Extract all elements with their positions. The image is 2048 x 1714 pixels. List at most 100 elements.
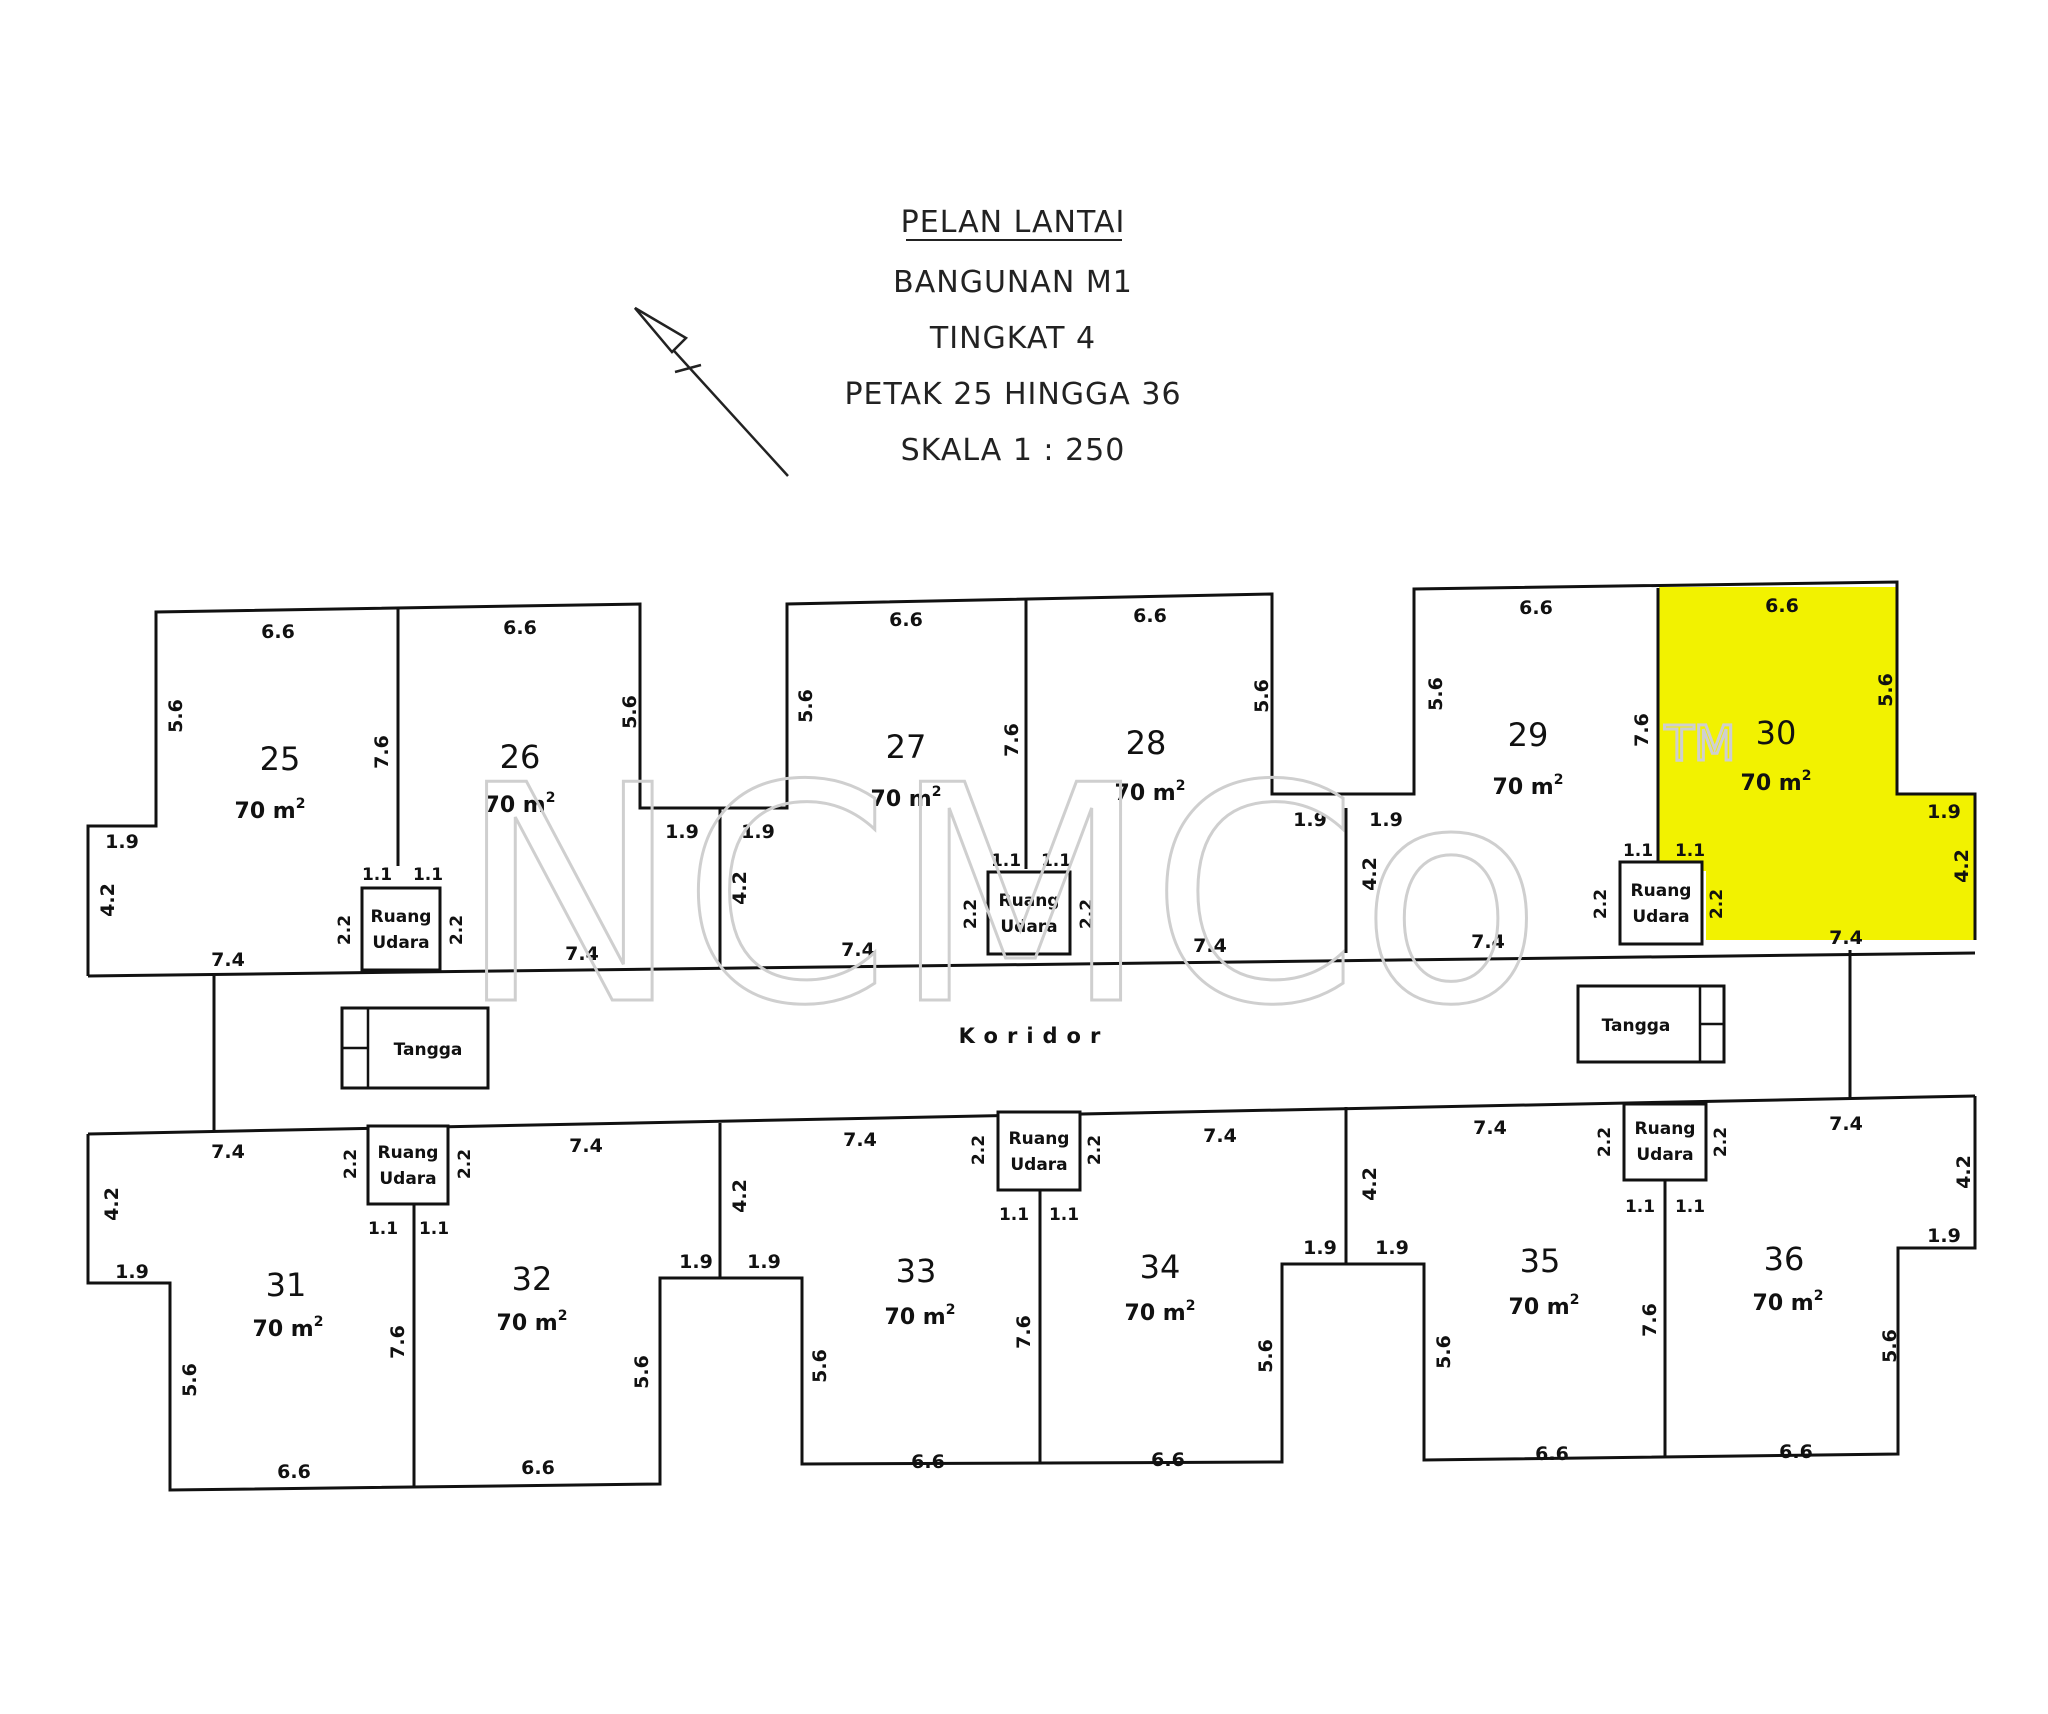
svg-text:2.2: 2.2 xyxy=(455,1149,475,1179)
stairs-left-label: Tangga xyxy=(394,1040,463,1060)
unit-area-35: 70 m2 xyxy=(1509,1292,1580,1320)
svg-text:6.6: 6.6 xyxy=(1133,605,1167,627)
svg-text:NCMCo: NCMCo xyxy=(457,722,1543,1071)
svg-text:1.9: 1.9 xyxy=(747,1251,781,1273)
floor-label: TINGKAT 4 xyxy=(929,321,1096,356)
svg-text:4.2: 4.2 xyxy=(97,883,119,917)
svg-text:1.1: 1.1 xyxy=(1049,1205,1079,1225)
svg-text:5.6: 5.6 xyxy=(1875,673,1897,707)
svg-text:2.2: 2.2 xyxy=(1711,1127,1731,1157)
svg-text:7.4: 7.4 xyxy=(1471,931,1505,953)
svg-text:1.1: 1.1 xyxy=(999,1205,1029,1225)
svg-text:4.2: 4.2 xyxy=(1951,849,1973,883)
svg-text:2.2: 2.2 xyxy=(969,1135,989,1165)
svg-text:7.4: 7.4 xyxy=(1203,1125,1237,1147)
svg-text:7.4: 7.4 xyxy=(1829,1113,1863,1135)
svg-text:1.9: 1.9 xyxy=(1927,801,1961,823)
svg-text:5.6: 5.6 xyxy=(179,1363,201,1397)
unit-labels: 25 70 m2 26 70 m2 27 70 m2 28 70 m2 29 7… xyxy=(235,714,1824,1342)
building-label: BANGUNAN M1 xyxy=(893,265,1133,300)
svg-text:Udara: Udara xyxy=(372,933,429,953)
svg-text:6.6: 6.6 xyxy=(1519,597,1553,619)
svg-text:6.6: 6.6 xyxy=(521,1457,555,1479)
unit-area-31: 70 m2 xyxy=(253,1314,324,1342)
vertical-dimension-labels: 5.6 7.6 5.6 5.6 7.6 5.6 5.6 7.6 5.6 4.2 … xyxy=(97,673,1975,1397)
svg-text:2.2: 2.2 xyxy=(1591,889,1611,919)
svg-text:6.6: 6.6 xyxy=(889,609,923,631)
svg-text:2.2: 2.2 xyxy=(1595,1127,1615,1157)
air-well-6 xyxy=(1622,1102,1708,1182)
unit-area-36: 70 m2 xyxy=(1753,1288,1824,1316)
svg-text:TM: TM xyxy=(1664,716,1736,772)
unit-no-31: 31 xyxy=(266,1266,307,1304)
stairs-right: Tangga xyxy=(1576,984,1726,1064)
svg-text:5.6: 5.6 xyxy=(1425,677,1447,711)
svg-text:5.6: 5.6 xyxy=(619,695,641,729)
air-well-4 xyxy=(366,1124,450,1206)
svg-text:2.2: 2.2 xyxy=(1077,899,1097,929)
svg-text:1.1: 1.1 xyxy=(362,865,392,885)
svg-text:5.6: 5.6 xyxy=(1433,1335,1455,1369)
svg-text:7.6: 7.6 xyxy=(1013,1315,1035,1349)
svg-text:Ruang: Ruang xyxy=(378,1143,439,1163)
svg-text:1.1: 1.1 xyxy=(368,1219,398,1239)
svg-text:1.1: 1.1 xyxy=(1675,841,1705,861)
svg-text:1.9: 1.9 xyxy=(1927,1225,1961,1247)
svg-text:7.4: 7.4 xyxy=(843,1129,877,1151)
svg-text:6.6: 6.6 xyxy=(911,1451,945,1473)
svg-text:1.1: 1.1 xyxy=(413,865,443,885)
stairs-right-label: Tangga xyxy=(1602,1016,1671,1036)
unit-no-32: 32 xyxy=(512,1260,553,1298)
svg-text:7.6: 7.6 xyxy=(371,735,393,769)
svg-text:7.6: 7.6 xyxy=(1631,713,1653,747)
unit-area-28: 70 m2 xyxy=(1115,778,1186,806)
stairs-left: Tangga xyxy=(340,1006,490,1090)
svg-text:5.6: 5.6 xyxy=(631,1355,653,1389)
svg-text:2.2: 2.2 xyxy=(447,915,467,945)
svg-text:1.1: 1.1 xyxy=(1625,1197,1655,1217)
svg-text:4.2: 4.2 xyxy=(1359,857,1381,891)
svg-text:2.2: 2.2 xyxy=(1707,889,1727,919)
svg-text:6.6: 6.6 xyxy=(261,621,295,643)
unit-no-30: 30 xyxy=(1756,714,1797,752)
svg-text:1.9: 1.9 xyxy=(679,1251,713,1273)
svg-text:1.1: 1.1 xyxy=(1623,841,1653,861)
svg-text:4.2: 4.2 xyxy=(101,1187,123,1221)
air-well-1 xyxy=(360,886,442,972)
unit-no-29: 29 xyxy=(1508,716,1549,754)
svg-text:7.4: 7.4 xyxy=(841,939,875,961)
svg-text:1.1: 1.1 xyxy=(1041,851,1071,871)
unit-area-27: 70 m2 xyxy=(871,784,942,812)
svg-text:2.2: 2.2 xyxy=(1085,1135,1105,1165)
air-well-5 xyxy=(996,1110,1082,1192)
svg-text:5.6: 5.6 xyxy=(809,1349,831,1383)
svg-text:7.6: 7.6 xyxy=(1639,1303,1661,1337)
unit-no-35: 35 xyxy=(1520,1242,1561,1280)
svg-text:6.6: 6.6 xyxy=(503,617,537,639)
svg-text:1.9: 1.9 xyxy=(1303,1237,1337,1259)
plan-title: PELAN LANTAI xyxy=(901,205,1126,240)
north-arrow-icon xyxy=(634,306,789,477)
svg-text:5.6: 5.6 xyxy=(1879,1329,1901,1363)
svg-text:Ruang: Ruang xyxy=(1009,1129,1070,1149)
unit-no-33: 33 xyxy=(896,1252,937,1290)
unit-no-27: 27 xyxy=(886,728,927,766)
svg-text:Udara: Udara xyxy=(1636,1145,1693,1165)
svg-text:6.6: 6.6 xyxy=(277,1461,311,1483)
top-row-walls xyxy=(86,580,1977,976)
unit-area-26: 70 m2 xyxy=(485,790,556,818)
corridor-label: Koridor xyxy=(959,1024,1110,1048)
svg-text:Udara: Udara xyxy=(1632,907,1689,927)
svg-text:Udara: Udara xyxy=(1000,917,1057,937)
svg-text:1.9: 1.9 xyxy=(1375,1237,1409,1259)
unit-no-28: 28 xyxy=(1126,724,1167,762)
unit-area-32: 70 m2 xyxy=(497,1308,568,1336)
svg-text:1.1: 1.1 xyxy=(1675,1197,1705,1217)
svg-text:7.6: 7.6 xyxy=(1001,723,1023,757)
svg-text:2.2: 2.2 xyxy=(341,1149,361,1179)
svg-text:1.9: 1.9 xyxy=(105,831,139,853)
air-well-2 xyxy=(986,870,1072,956)
dimension-labels: 6.6 6.6 6.6 6.6 6.6 6.6 7.4 7.4 7.4 7.4 … xyxy=(105,595,1961,1483)
svg-text:Ruang: Ruang xyxy=(1631,881,1692,901)
